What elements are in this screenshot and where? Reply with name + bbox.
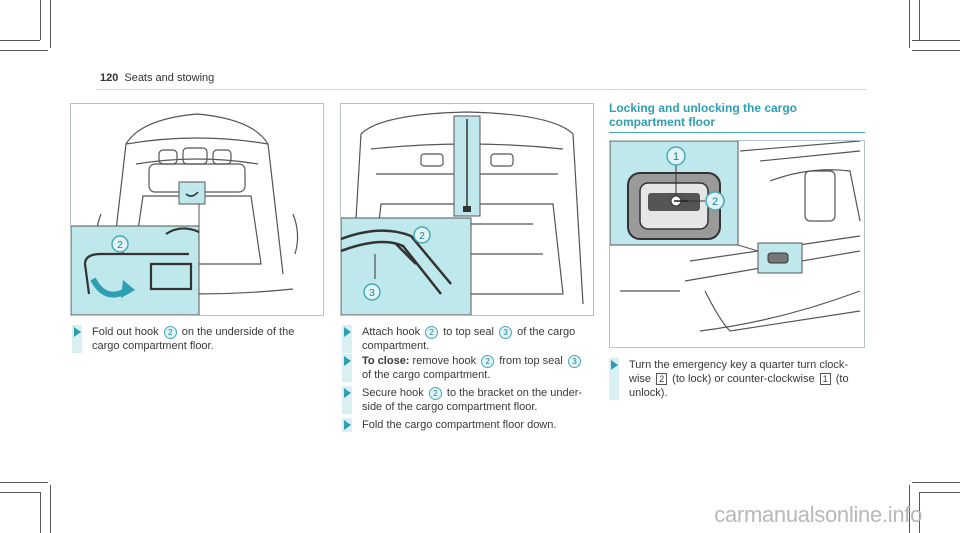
step-bar [72,325,82,353]
crop-mark [40,0,41,40]
key-symbol-1: 1 [819,373,831,385]
step-text: to top seal [443,326,494,338]
step-text: Secure hook [362,387,424,399]
figure-fold-out-hook: 2 [70,103,324,316]
callout-badge-2: 2 [163,325,177,339]
crop-mark [912,482,960,483]
figure-emergency-key-illustration: 1 2 [610,141,861,332]
crop-mark [912,50,960,51]
page-header: 120 Seats and stowing [100,72,214,84]
step-bar [342,386,352,414]
step-bar [342,354,352,382]
step-arrow-icon [344,327,351,337]
crop-mark [919,0,920,40]
callout-badge-2: 2 [428,386,442,400]
crop-mark [0,40,40,41]
step-text: Fold out hook [92,326,159,338]
step-fold-floor-down: Fold the cargo compartment floor down. [342,418,594,432]
callout-1: 1 [673,151,679,163]
step-arrow-icon [74,327,81,337]
step-secure-hook: Secure hook 2 to the bracket on the unde… [342,386,594,414]
step-arrow-icon [344,388,351,398]
callout-2: 2 [117,240,123,251]
step-text: Turn the emergency key a quarter turn cl… [629,359,849,385]
crop-mark [50,485,51,533]
step-text: (to unlock). [629,373,849,399]
figure-fold-out-hook-illustration: 2 [71,113,299,315]
figure-attach-hook-illustration: 3 2 [341,111,584,315]
step-arrow-icon [344,356,351,366]
key-symbol-2: 2 [656,373,668,385]
crop-mark [0,50,48,51]
step-text: from top seal [499,355,563,367]
step-text: to the bracket on the under-side of the … [362,387,583,413]
step-arrow-icon [611,360,618,370]
section-name: Seats and stowing [124,72,215,84]
step-bar [609,358,619,400]
crop-mark [909,485,910,533]
watermark: carmanualsonline.info [714,502,922,527]
step-to-close: To close: remove hook 2 from top seal 3 … [342,354,594,382]
crop-mark [50,0,51,48]
step-text: (to lock) or counter-clockwise [672,373,815,385]
page-number: 120 [100,72,119,84]
crop-mark [909,0,910,48]
callout-3: 3 [369,288,375,299]
section-title-underline [609,132,865,133]
step-attach-hook: Attach hook 2 to top seal 3 of the cargo… [342,325,594,353]
step-text: of the cargo compartment. [362,326,576,352]
crop-mark [40,492,41,533]
figure-attach-hook: 3 2 [340,103,594,316]
callout-badge-3: 3 [567,354,581,368]
callout-2: 2 [419,231,425,242]
step-text: remove hook [412,355,477,367]
crop-mark [912,40,960,41]
header-divider [96,89,866,90]
step-bar [342,325,352,353]
callout-badge-2: 2 [481,354,495,368]
step-text: Fold the cargo compartment floor down. [362,419,557,431]
callout-2: 2 [712,196,718,208]
step-text: on the underside of the cargo compartmen… [92,326,295,352]
callout-badge-3: 3 [499,325,513,339]
crop-mark [0,482,48,483]
crop-mark [920,492,960,493]
crop-mark [919,492,920,533]
callout-badge-2: 2 [425,325,439,339]
section-title: Locking and unlocking the cargo compartm… [609,101,798,129]
step-text: Attach hook [362,326,421,338]
step-text: of the cargo compartment. [362,369,491,381]
figure-emergency-key: 1 2 [609,140,865,348]
step-arrow-icon [344,420,351,430]
crop-mark [0,492,40,493]
step-turn-emergency-key: Turn the emergency key a quarter turn cl… [609,358,865,400]
step-bold-label: To close: [362,355,410,367]
step-fold-out-hook: Fold out hook 2 on the underside of the … [72,325,322,353]
